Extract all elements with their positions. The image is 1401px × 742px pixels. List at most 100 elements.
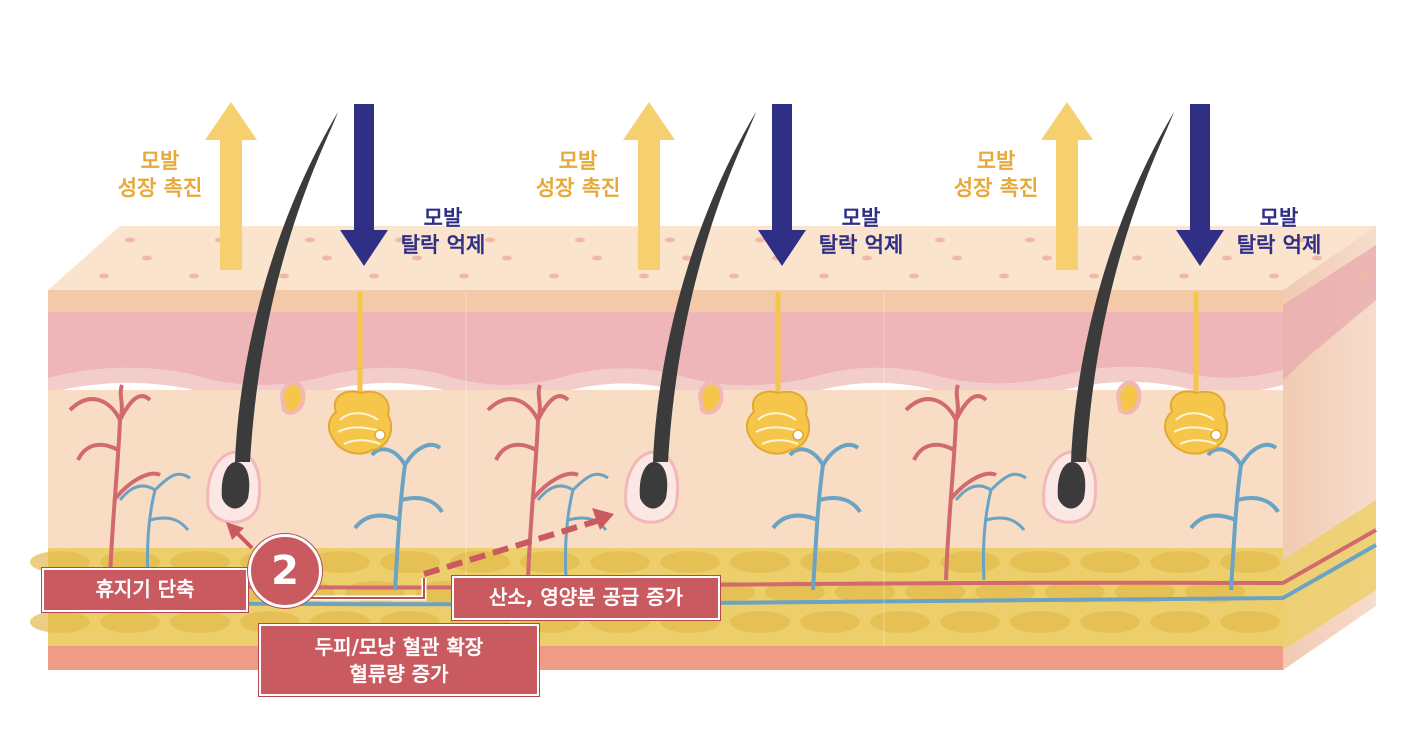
- fat-cell: [835, 581, 895, 603]
- fat-cell: [1045, 581, 1105, 603]
- skin-pore: [1359, 273, 1369, 279]
- skin-pore: [935, 237, 945, 243]
- fat-cell: [800, 611, 860, 633]
- skin-pore: [305, 237, 315, 243]
- growth-arrow-head: [205, 102, 257, 140]
- skin-pore: [1312, 255, 1322, 261]
- sweat-gland-pore: [1210, 429, 1222, 441]
- skin-pore: [1179, 273, 1189, 279]
- fat-cell: [1080, 551, 1140, 573]
- skin-pore: [819, 273, 829, 279]
- skin-pore: [1269, 273, 1279, 279]
- skin-pore: [459, 273, 469, 279]
- fat-cell: [100, 611, 160, 633]
- skin-pore: [1042, 255, 1052, 261]
- sebaceous-gland: [1115, 380, 1142, 415]
- loss-arrow-head: [758, 230, 806, 266]
- scalp-panel: [883, 102, 1280, 646]
- step-number-badge: 2: [248, 534, 322, 608]
- fat-cell: [450, 551, 510, 573]
- hair-shaft: [653, 112, 756, 462]
- fat-cell: [30, 611, 90, 633]
- skin-pore: [142, 255, 152, 261]
- skin-pore: [322, 255, 332, 261]
- skin-pore: [952, 255, 962, 261]
- sweat-gland-coil: [746, 390, 811, 455]
- skin-pore: [1295, 237, 1305, 243]
- loss-arrow-head: [1176, 230, 1224, 266]
- skin-top-surface: [48, 226, 1376, 290]
- oxygen-supply-callout: 산소, 영양분 공급 증가: [452, 576, 720, 620]
- muscle-layer: [48, 646, 1283, 670]
- fat-cell: [660, 551, 720, 573]
- fat-cell: [1080, 611, 1140, 633]
- blood-flow-dashed-arrow-head: [592, 508, 614, 530]
- loss-arrow-shaft: [1190, 104, 1210, 232]
- hair-shaft: [235, 112, 338, 462]
- vein-tree: [1189, 442, 1280, 591]
- fat-cell: [170, 551, 230, 573]
- skin-pore: [395, 237, 405, 243]
- skin-pore: [1132, 255, 1142, 261]
- skin-pore: [665, 237, 675, 243]
- hair-bulb: [221, 462, 250, 509]
- dermis-layer: [48, 312, 1283, 386]
- fat-cell: [765, 581, 825, 603]
- loss-arrow-head: [340, 230, 388, 266]
- skin-pore: [999, 273, 1009, 279]
- side-fat-band: [1283, 500, 1376, 650]
- skin-pore: [502, 255, 512, 261]
- vein-branch: [118, 472, 191, 581]
- epidermis-layer: [48, 290, 1283, 312]
- skin-pore: [592, 255, 602, 261]
- rest-phase-callout: 휴지기 단축: [42, 568, 248, 612]
- loss-arrow-shaft: [354, 104, 374, 232]
- growth-arrow-shaft: [1056, 138, 1078, 270]
- scalp-panel: [465, 102, 862, 646]
- sweat-gland-pore: [374, 429, 386, 441]
- scalp-panel: [68, 102, 444, 591]
- skin-pore: [369, 273, 379, 279]
- artery-branch: [68, 384, 161, 581]
- sweat-gland-coil: [1164, 390, 1229, 455]
- hair-bulb: [1057, 462, 1086, 509]
- skin-pore: [99, 273, 109, 279]
- fat-cell: [30, 551, 90, 573]
- skin-pore: [755, 237, 765, 243]
- fat-cell: [1220, 551, 1280, 573]
- sweat-gland-pore: [792, 429, 804, 441]
- vein-tree: [771, 442, 862, 591]
- skin-pore: [549, 273, 559, 279]
- step-to-oxygen-line-inner: [300, 578, 425, 599]
- growth-arrow-head: [623, 102, 675, 140]
- fat-cell: [590, 551, 650, 573]
- skin-pore: [639, 273, 649, 279]
- fat-cell: [1010, 551, 1070, 573]
- skin-pore: [1025, 237, 1035, 243]
- fat-cell: [100, 551, 160, 573]
- fat-cell: [940, 611, 1000, 633]
- loss-arrow-shaft: [772, 104, 792, 232]
- fat-cell: [1220, 611, 1280, 633]
- skin-pore: [485, 237, 495, 243]
- rest-phase-pointer-head: [226, 522, 244, 540]
- fat-cell: [1150, 611, 1210, 633]
- skin-pore: [862, 255, 872, 261]
- sebaceous-gland: [697, 380, 724, 415]
- skin-pore: [412, 255, 422, 261]
- skin-pore: [125, 237, 135, 243]
- skin-pore: [279, 273, 289, 279]
- fat-cell: [1150, 551, 1210, 573]
- skin-pore: [845, 237, 855, 243]
- side-dermis-band: [1283, 245, 1376, 380]
- fat-cell: [975, 581, 1035, 603]
- fat-cell: [905, 581, 965, 603]
